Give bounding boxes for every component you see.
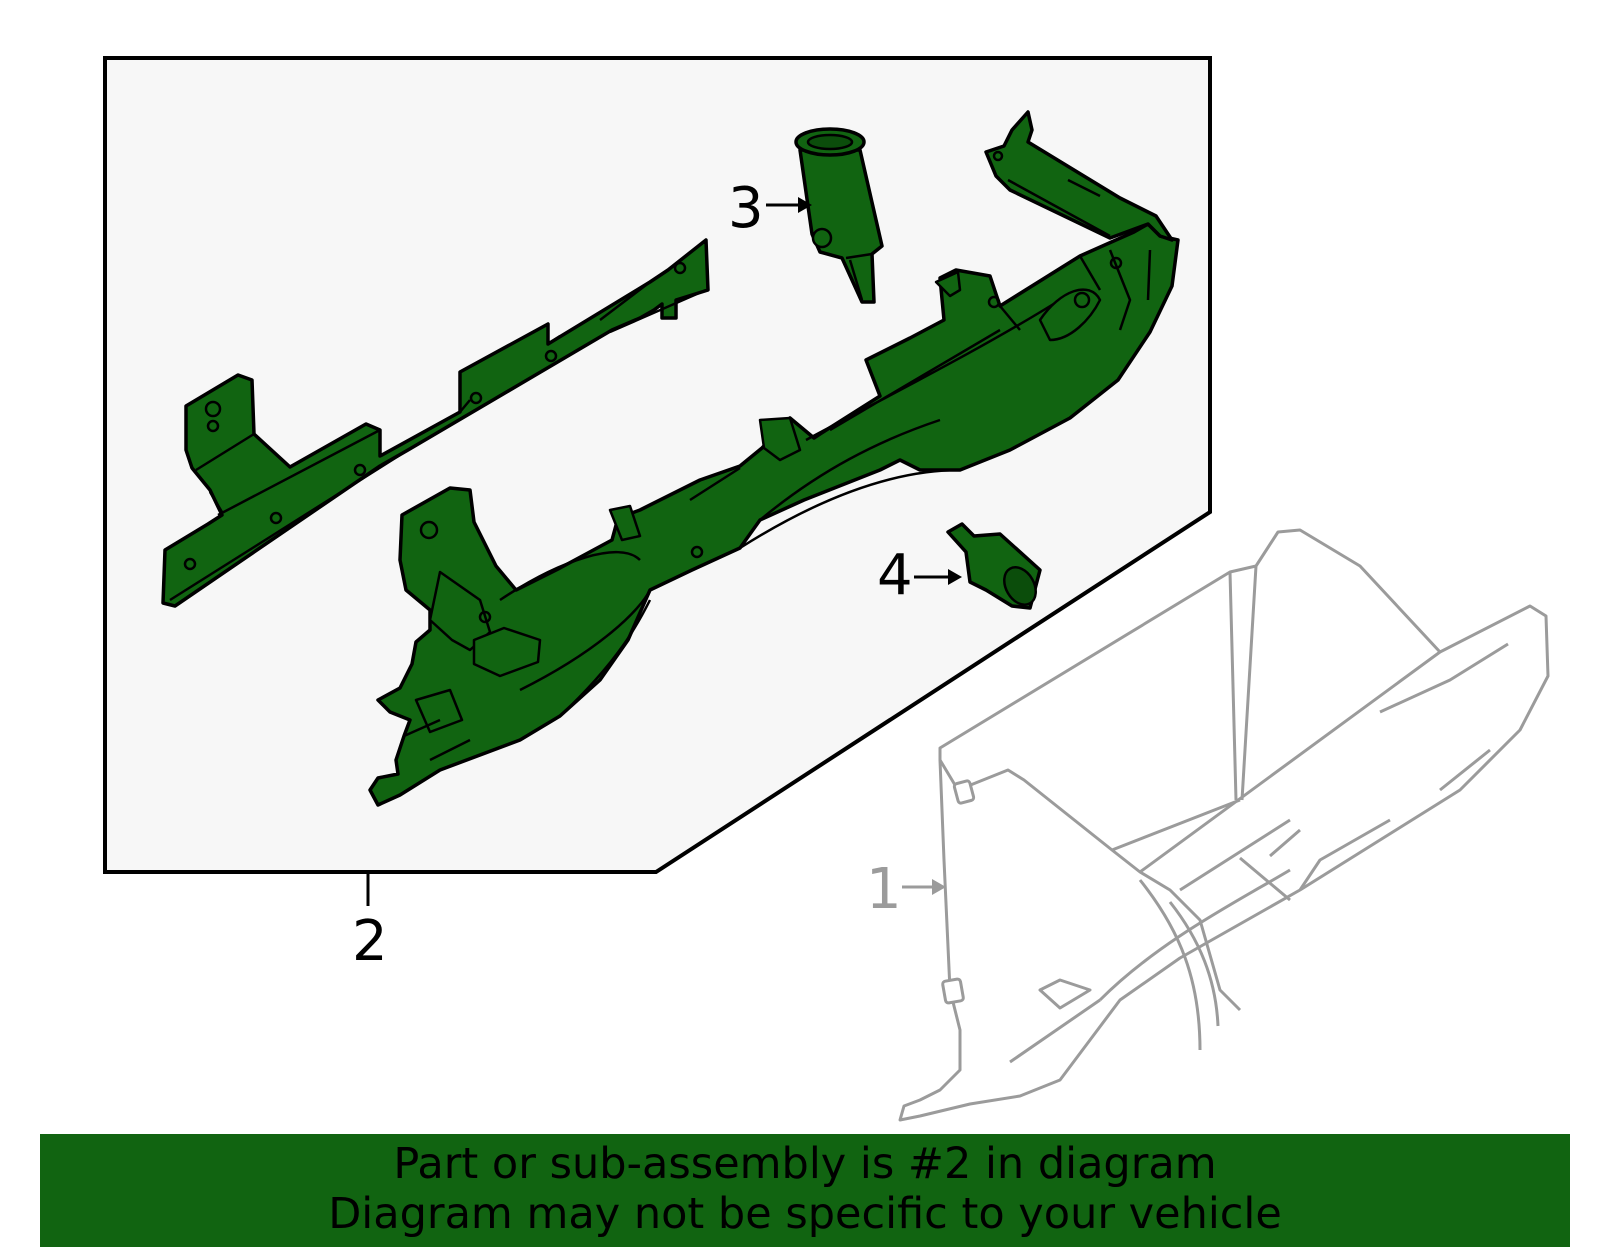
callout-3-arrowhead [798,197,812,213]
callout-4-arrowhead [948,569,962,585]
callout-4: 4 [877,543,962,608]
sleeve-part [794,127,884,304]
callout-2: 2 [352,874,388,974]
banner-line-2: Diagram may not be specific to your vehi… [328,1189,1282,1239]
banner-line-1: Part or sub-assembly is #2 in diagram [393,1139,1217,1189]
lower-frame-part [368,222,1180,807]
upper-arm-part [984,110,1174,242]
callout-3: 3 [728,176,812,241]
callout-1: 1 [866,857,946,922]
upper-rail-part [161,238,710,608]
callout-2-label: 2 [352,909,388,974]
callout-4-label: 4 [877,543,913,608]
callout-3-label: 3 [728,176,764,241]
bumper-part [946,522,1042,610]
callout-1-arrowhead [932,879,946,895]
glove-box-part [898,528,1550,1122]
callout-1-label: 1 [866,857,902,922]
assembly-panel [103,56,1212,874]
disclaimer-banner: Part or sub-assembly is #2 in diagram Di… [40,1134,1570,1247]
